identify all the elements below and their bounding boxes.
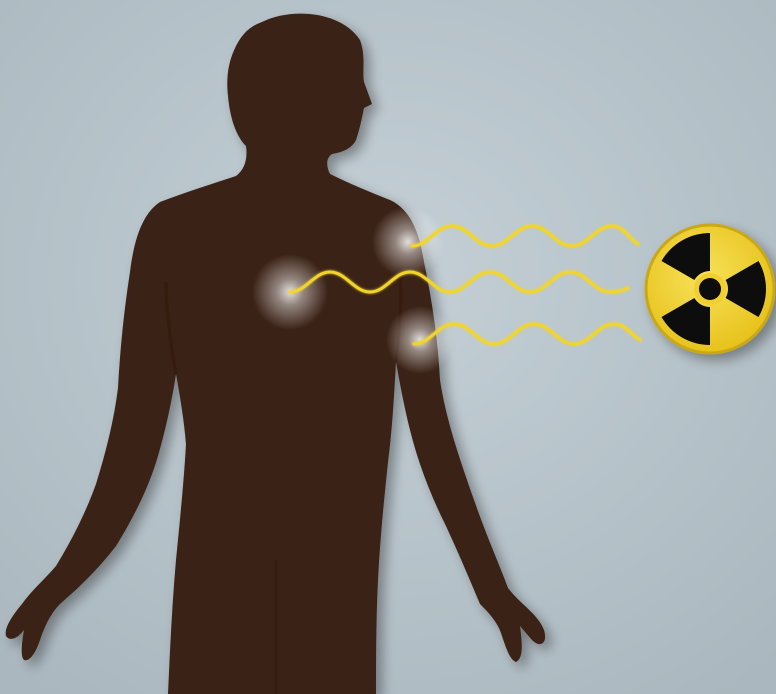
radiation-trefoil-icon <box>646 225 774 353</box>
impact-glow-shoulder <box>372 206 444 278</box>
impact-glow-arm <box>386 306 454 374</box>
